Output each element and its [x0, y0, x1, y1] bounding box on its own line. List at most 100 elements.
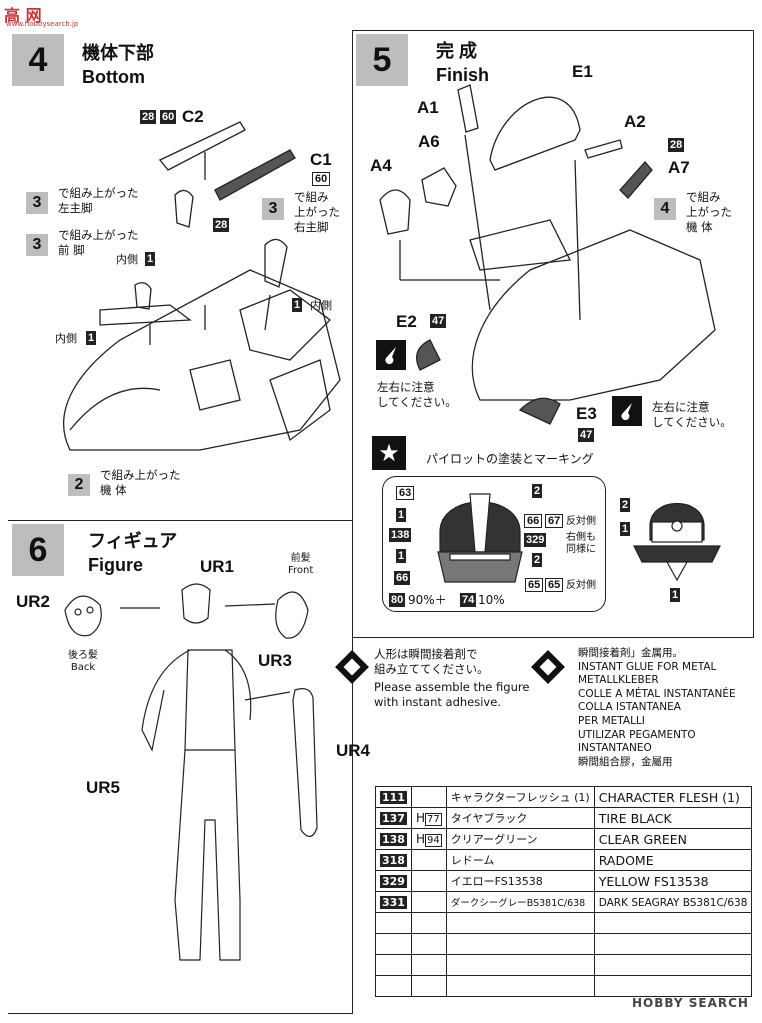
part-a1: A1	[417, 98, 439, 117]
figure-illustration	[64, 583, 318, 961]
part-ur5: UR5	[86, 778, 121, 797]
inside-label: 内側	[116, 253, 138, 266]
paint-row-empty	[375, 954, 753, 976]
pilot-code: 67	[545, 514, 564, 528]
opposite-side-label: 反対側	[566, 580, 596, 591]
step5-title-jp: 完 成	[436, 41, 478, 61]
part-ur3: UR3	[258, 651, 293, 670]
mix-ratio-2: 10%	[478, 593, 505, 607]
pilot-detail-frame	[382, 476, 606, 612]
paint-row: 331 ダークシーグレーBS381C/638 DARK SEAGRAY BS381C…	[375, 891, 753, 913]
back-hair-label: 後ろ髪 Back	[68, 650, 98, 673]
paint-name-en: TIRE BLACK	[598, 810, 672, 826]
pilot-code: 1	[396, 508, 407, 522]
pilot-back-drawing	[633, 503, 721, 582]
watermark-site: www.hobbysearch.jp	[6, 20, 79, 28]
marker-badge: 1	[292, 298, 303, 312]
paint-name-en: DARK SEAGRAY BS381C/638	[598, 897, 748, 909]
paint-name-en: CHARACTER FLESH (1)	[598, 789, 740, 805]
right-main-gear-label: で組み 上がった 右主脚	[294, 190, 340, 234]
pilot-code: 66	[524, 514, 543, 528]
paint-name-en: CLEAR GREEN	[598, 831, 688, 847]
paint-code: 28	[140, 110, 157, 124]
pilot-head-drawing	[437, 493, 523, 583]
h-code: 94	[425, 833, 442, 847]
pilot-code: 1	[670, 588, 681, 602]
part-a6: A6	[418, 132, 440, 151]
pilot-code: 2	[532, 484, 543, 498]
paint-name-en: YELLOW FS13538	[598, 873, 709, 889]
glue-note-jp: 人形は瞬間接着剤で 組み立ててください。	[374, 647, 489, 676]
paint-code: 138	[380, 833, 407, 846]
part-ur1: UR1	[200, 557, 235, 576]
paint-row-empty	[375, 912, 753, 934]
front-gear-label: で組み上がった 前 脚	[58, 228, 139, 257]
glue-diamond-icon	[531, 650, 565, 684]
paint-code: 28	[668, 138, 685, 152]
paint-name-jp: レドーム	[450, 854, 495, 867]
watermark-hobbysearch: HOBBY SEARCH	[632, 996, 749, 1010]
step4-illustration	[63, 121, 341, 451]
marker-badge: 1	[86, 331, 97, 345]
paint-code: 137	[380, 812, 407, 825]
pilot-code: 65	[545, 578, 564, 592]
paint-code: 318	[380, 854, 407, 867]
pilot-code: 80	[389, 593, 406, 607]
pilot-code: 63	[396, 486, 415, 500]
step6-number: 6	[12, 524, 64, 576]
marker-badge: 1	[145, 252, 156, 266]
h-prefix: H	[415, 831, 425, 846]
paint-name-jp: キャラクターフレッシュ (1)	[450, 791, 590, 804]
pilot-code: 1	[620, 522, 631, 536]
step4-number: 4	[12, 34, 64, 86]
part-e2: E2	[396, 312, 417, 331]
step5-title-en: Finish	[436, 65, 489, 85]
part-c2: C2	[182, 107, 204, 126]
pilot-code: 74	[460, 593, 477, 607]
caution-icon	[376, 340, 406, 370]
ref-step2-body: 2	[68, 474, 90, 496]
paint-code: 331	[380, 896, 407, 909]
paint-name-jp: ダークシーグレーBS381C/638	[450, 898, 586, 909]
ref-step3-left: 3	[26, 192, 48, 214]
paint-name-jp: イエローFS13538	[450, 875, 543, 888]
pilot-code: 2	[620, 498, 631, 512]
same-right-label: 右側も 同様に	[566, 532, 596, 555]
paint-code: 28	[213, 218, 230, 232]
paint-row-empty	[375, 933, 753, 955]
body-label-5: で組み 上がった 機 体	[686, 190, 732, 234]
part-ur4: UR4	[336, 741, 371, 760]
ref-step3-front: 3	[26, 234, 48, 256]
mix-ratio-1: 90%＋	[408, 593, 447, 607]
ref-step3-right: 3	[262, 198, 284, 220]
paint-name-jp: クリアーグリーン	[450, 833, 538, 846]
left-main-gear-label: で組み上がった 左主脚	[58, 186, 139, 215]
step6-panel	[8, 520, 353, 1014]
caution-icon	[612, 396, 642, 426]
watermark-logo: 高 网	[4, 6, 42, 25]
paint-row-empty	[375, 975, 753, 997]
part-e1: E1	[572, 62, 593, 81]
paint-code: 47	[430, 314, 447, 328]
step6-title-jp: フィギュア	[88, 531, 178, 551]
h-code: 77	[425, 812, 442, 826]
step6-title-en: Figure	[88, 555, 144, 575]
pilot-code: 1	[396, 549, 407, 563]
part-ur2: UR2	[16, 592, 51, 611]
star-icon: ★	[372, 436, 406, 470]
caution-text-left: 左右に注意 してください。	[377, 380, 457, 409]
caution-text-right: 左右に注意 してください。	[652, 400, 732, 429]
paint-code: 60	[160, 110, 177, 124]
step5-illustration	[379, 84, 716, 425]
pilot-code: 66	[394, 571, 411, 585]
pilot-code: 65	[525, 578, 544, 592]
part-a4: A4	[370, 156, 392, 175]
step5-number: 5	[356, 34, 408, 86]
pilot-code: 2	[532, 553, 543, 567]
